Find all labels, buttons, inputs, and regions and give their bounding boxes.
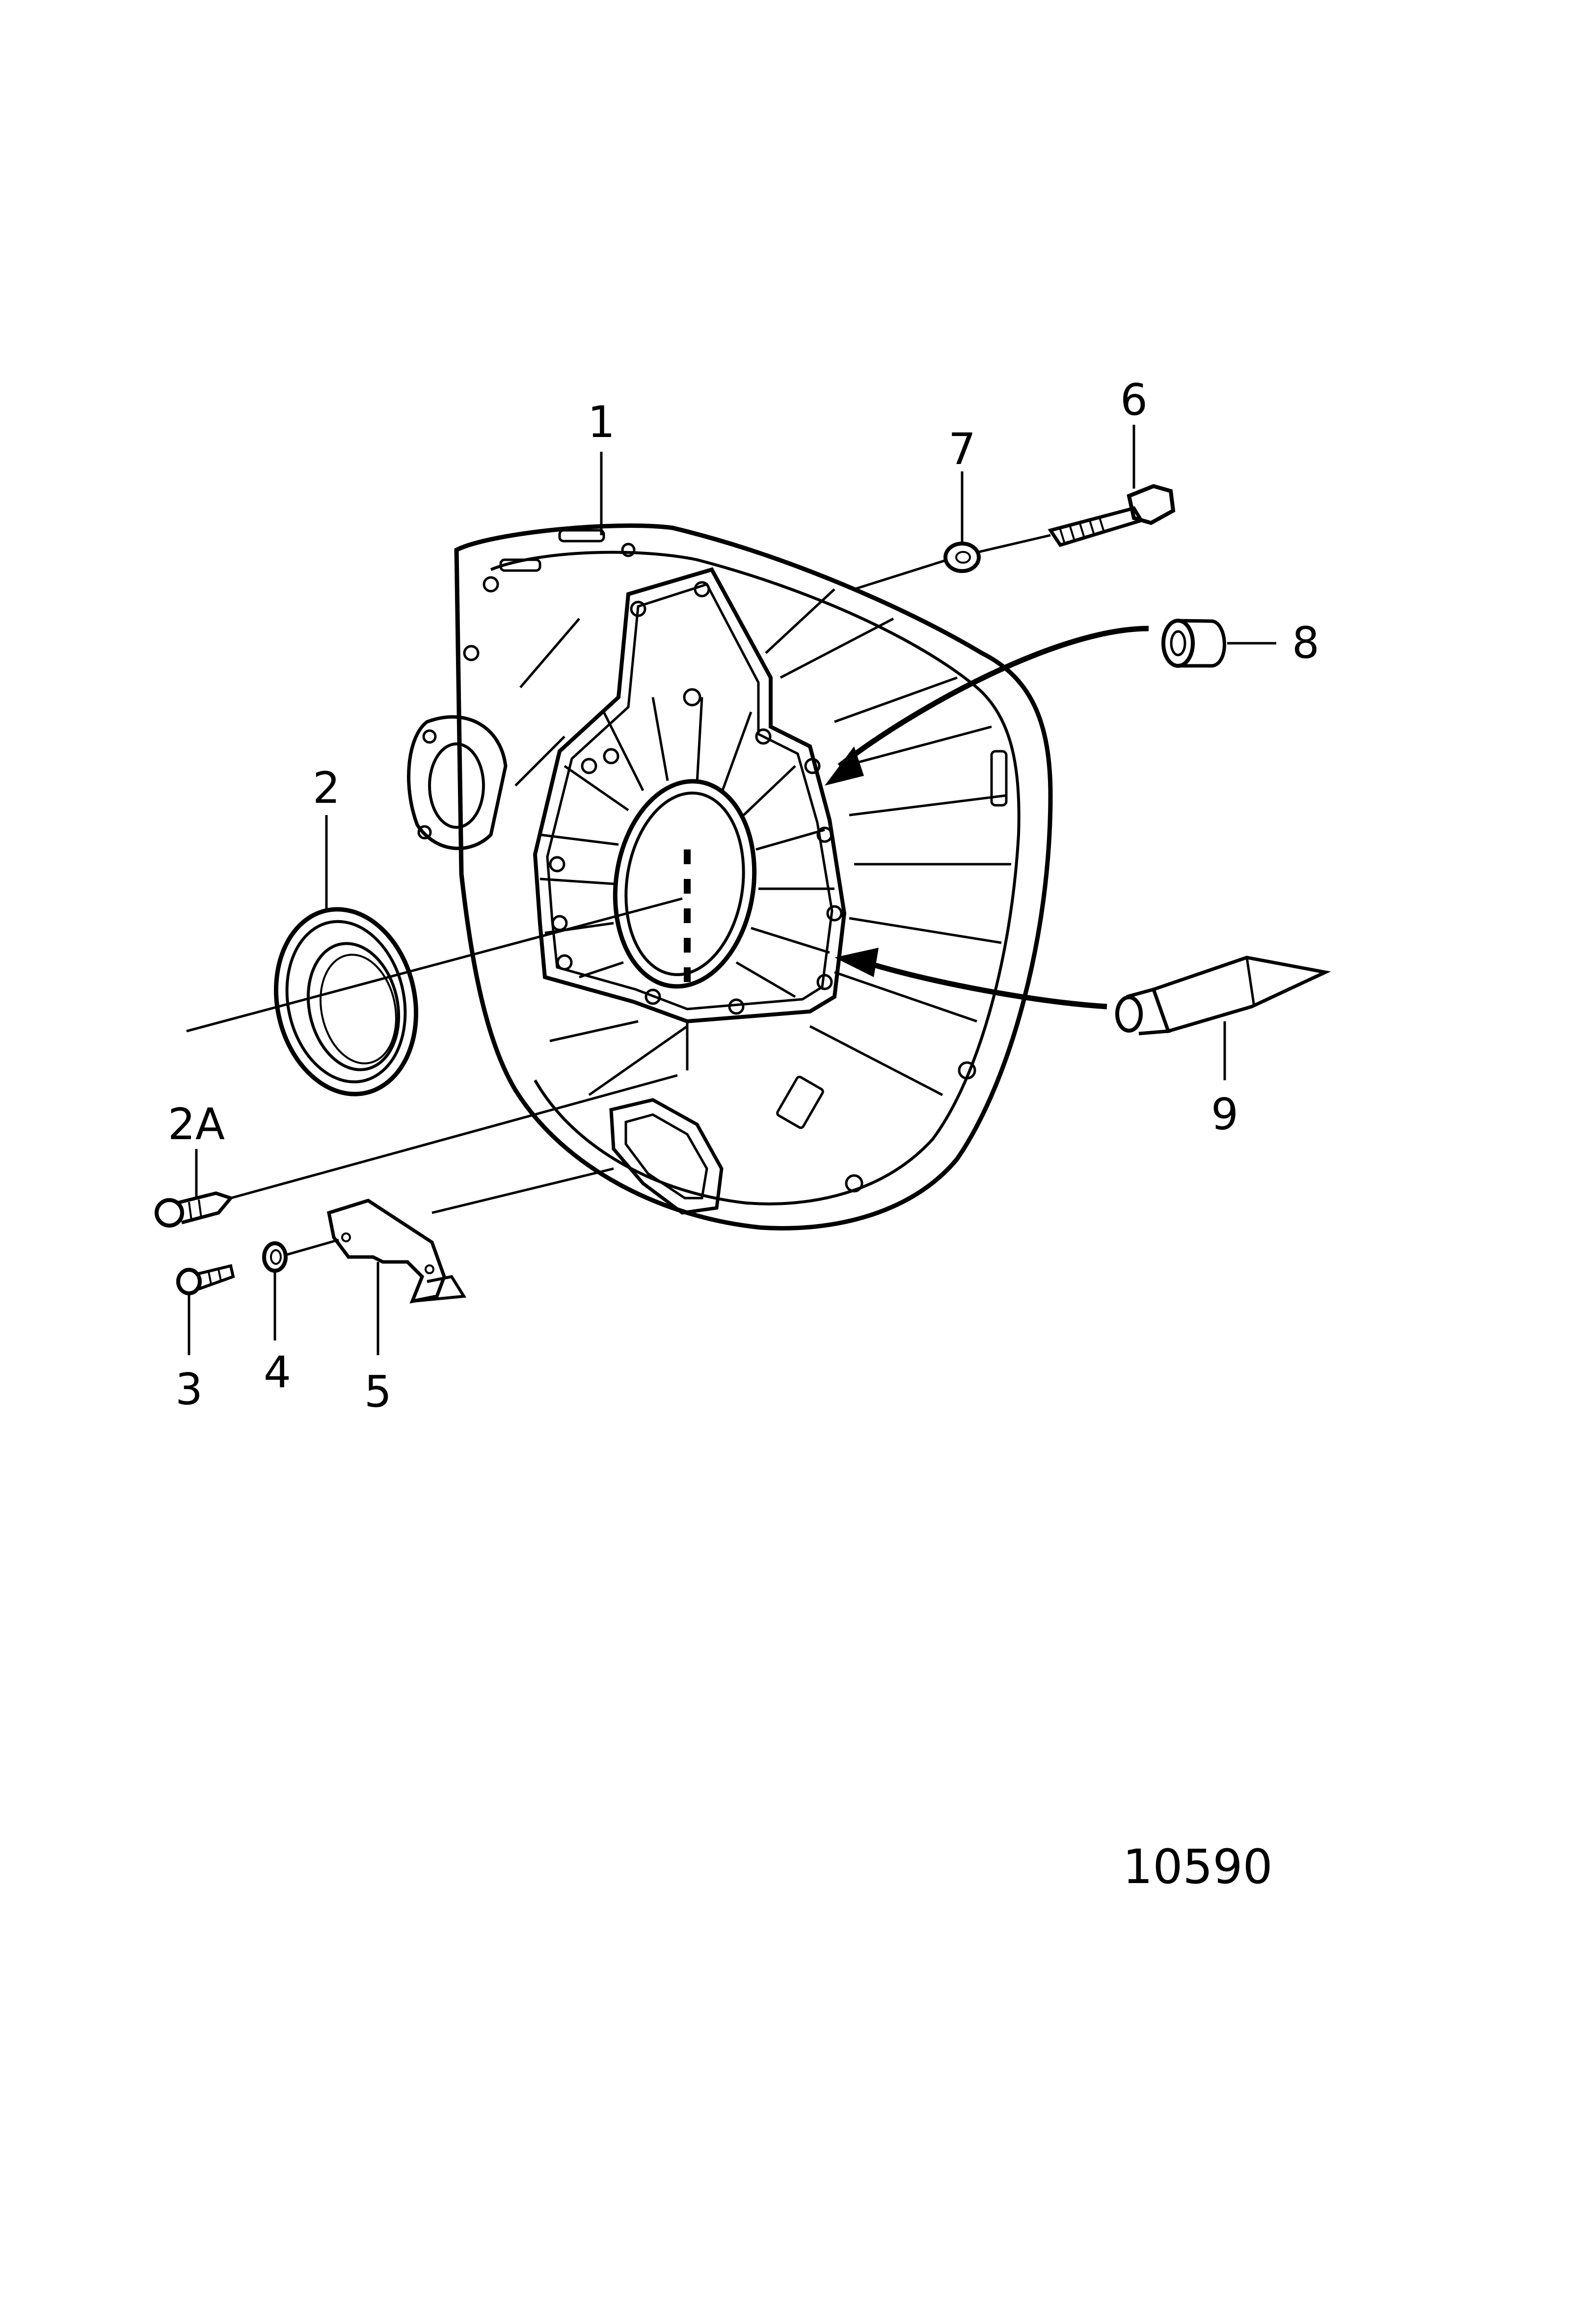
callout-8: 8 [1292,618,1319,668]
callout-2: 2 [313,763,340,813]
sealant-arrowhead [834,948,879,977]
callout-9: 9 [1211,1089,1238,1140]
callout-6: 6 [1120,375,1148,425]
plug-arrow [837,626,1149,768]
washer-4 [262,1241,288,1273]
callout-4: 4 [264,1347,291,1397]
callout-2a: 2A [168,1099,225,1149]
leader-lines [186,425,1276,1355]
bolt-6 [1048,484,1176,547]
callout-5: 5 [364,1367,392,1417]
figure-number: 10590 [1123,1839,1272,1894]
crankshaft-seal [273,907,419,1096]
cover-gasket [609,1098,724,1215]
flywheel-housing [407,523,1053,1230]
plug-arrowhead [825,746,864,786]
screw-2a [155,1191,234,1228]
plug-8 [1161,619,1226,668]
bolt-3 [176,1264,235,1295]
sealant-tube-9 [1115,956,1331,1036]
cover-plate-5 [326,1199,467,1304]
sealant-arrow [873,962,1107,1010]
callout-1: 1 [588,397,615,447]
washer-7 [943,542,981,573]
callout-3: 3 [175,1364,203,1415]
callout-7: 7 [948,424,976,474]
